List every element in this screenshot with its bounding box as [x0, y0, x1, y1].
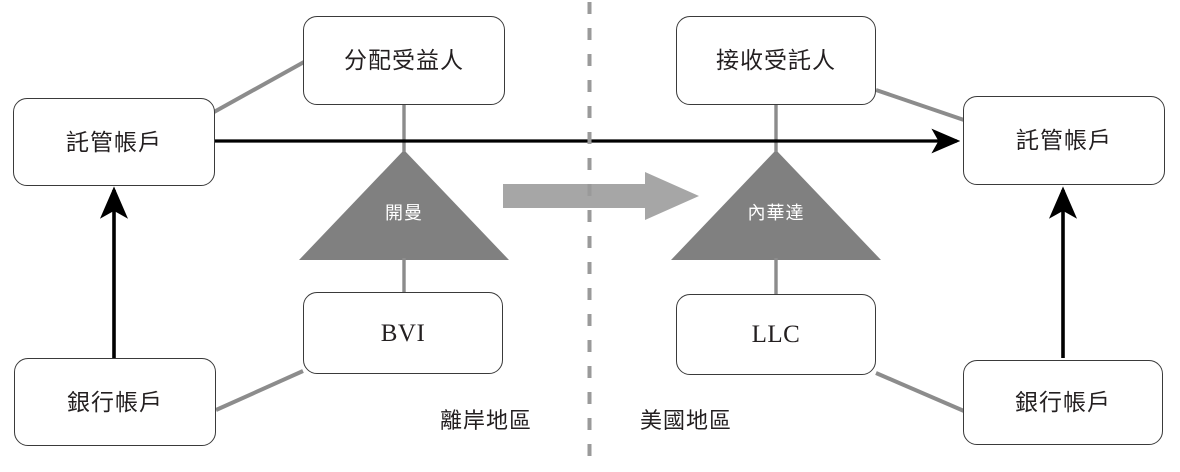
node-label: 分配受益人	[344, 48, 464, 73]
region-label-usa: 美國地區	[640, 408, 733, 433]
node-label: 託管帳戶	[66, 129, 162, 155]
node-receiving-trustee[interactable]: 接收受託人	[676, 16, 876, 105]
connector-bvi-to-bank-left	[215, 369, 304, 412]
connector-trustee-to-custody-right	[875, 88, 965, 122]
node-custody-account-right[interactable]: 託管帳戶	[963, 96, 1165, 185]
node-label: 接收受託人	[716, 48, 836, 73]
node-label: 銀行帳戶	[67, 389, 163, 415]
migration-arrow-icon	[503, 172, 699, 220]
nevada-triangle-label: 內華達	[747, 203, 805, 223]
node-label: 銀行帳戶	[1015, 390, 1111, 415]
connector-custody-to-beneficiary-left	[213, 60, 305, 114]
node-label: 託管帳戶	[1016, 128, 1112, 153]
node-bank-account-right[interactable]: 銀行帳戶	[963, 360, 1163, 445]
node-llc-entity[interactable]: LLC	[676, 294, 876, 375]
node-label: BVI	[380, 319, 426, 347]
nevada-jurisdiction-triangle	[671, 150, 881, 260]
region-label-offshore: 離岸地區	[440, 408, 533, 433]
node-bvi-entity[interactable]: BVI	[303, 292, 503, 374]
connector-llc-to-bank-right	[875, 371, 965, 413]
node-label: LLC	[751, 321, 801, 348]
node-custody-account-left[interactable]: 託管帳戶	[13, 98, 215, 186]
node-distribution-beneficiary[interactable]: 分配受益人	[303, 16, 505, 105]
cayman-jurisdiction-triangle	[299, 150, 509, 260]
node-bank-account-left[interactable]: 銀行帳戶	[14, 358, 216, 446]
cayman-triangle-label: 開曼	[385, 203, 423, 223]
